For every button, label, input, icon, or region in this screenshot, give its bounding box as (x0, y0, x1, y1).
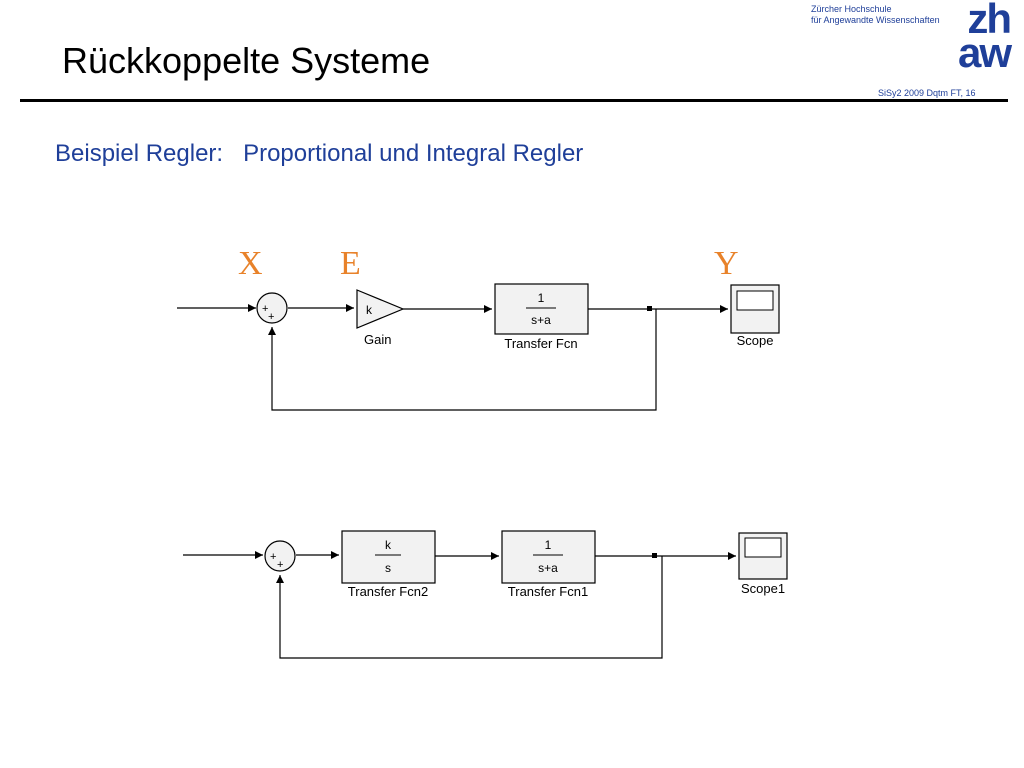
sum-sign-1: + (262, 303, 268, 315)
gain-label: Gain (364, 332, 391, 347)
slide-title: Rückkoppelte Systeme (62, 40, 431, 81)
institution-line-1: Zürcher Hochschule (811, 4, 892, 14)
sum-sign-2: + (277, 559, 283, 571)
scope1-screen (744, 537, 782, 558)
transfer-fcn1-block: 1 s+a Transfer Fcn1 (501, 530, 596, 599)
scope-label: Scope (737, 333, 774, 348)
transfer-fcn-denominator: s+a (531, 313, 551, 327)
institution-line-2: für Angewandte Wissenschaften (811, 15, 940, 25)
sum-block: + + (264, 540, 296, 572)
sum-circle (256, 292, 288, 324)
transfer-fcn1-denominator: s+a (538, 561, 558, 575)
title-rule (20, 99, 1008, 102)
signal-label-x: X (238, 245, 263, 282)
scope-screen (736, 290, 774, 311)
slide-info: SiSy2 2009 Dqtm FT, 16 (878, 88, 976, 98)
signal-label-y: Y (714, 245, 739, 282)
sum-sign-1: + (270, 551, 276, 563)
slide-subtitle: Beispiel Regler: Proportional und Integr… (55, 140, 584, 167)
logo-line-1: zh (967, 0, 1012, 42)
gain-triangle (356, 289, 405, 329)
branch-point (647, 306, 652, 311)
gain-block: k Gain (356, 289, 405, 347)
transfer-fcn2-label: Transfer Fcn2 (348, 584, 428, 599)
transfer-fcn2-denominator: s (385, 561, 391, 575)
transfer-fcn1-label: Transfer Fcn1 (508, 584, 588, 599)
branch-point (652, 553, 657, 558)
scope-block: Scope (730, 284, 780, 348)
diagram-pi-controller: + + k s Transfer Fcn2 1 s+a Transfer Fcn… (183, 530, 788, 659)
feedback-line (268, 309, 657, 411)
signal-label-e: E (340, 245, 361, 282)
sum-circle (264, 540, 296, 572)
logo-line-2: aw (957, 29, 1012, 76)
transfer-fcn2-box (341, 530, 436, 584)
feedback-line (276, 556, 663, 659)
sum-sign-2: + (268, 311, 274, 323)
zhaw-logo: zh aw (930, 0, 1012, 76)
sum-block: + + (256, 292, 288, 324)
gain-symbol: k (366, 303, 373, 317)
transfer-fcn-block: 1 s+a Transfer Fcn (494, 283, 589, 351)
transfer-fcn1-box (501, 530, 596, 584)
diagram-p-controller: + + k Gain 1 s+a Transfer Fcn Scope (177, 283, 780, 411)
scope1-label: Scope1 (741, 581, 785, 596)
transfer-fcn2-numerator: k (385, 538, 392, 552)
institution-name: Zürcher Hochschule für Angewandte Wissen… (811, 4, 940, 26)
transfer-fcn1-numerator: 1 (545, 538, 552, 552)
scope1-block: Scope1 (738, 532, 788, 596)
transfer-fcn2-block: k s Transfer Fcn2 (341, 530, 436, 599)
transfer-fcn-numerator: 1 (538, 291, 545, 305)
transfer-fcn-label: Transfer Fcn (504, 336, 577, 351)
